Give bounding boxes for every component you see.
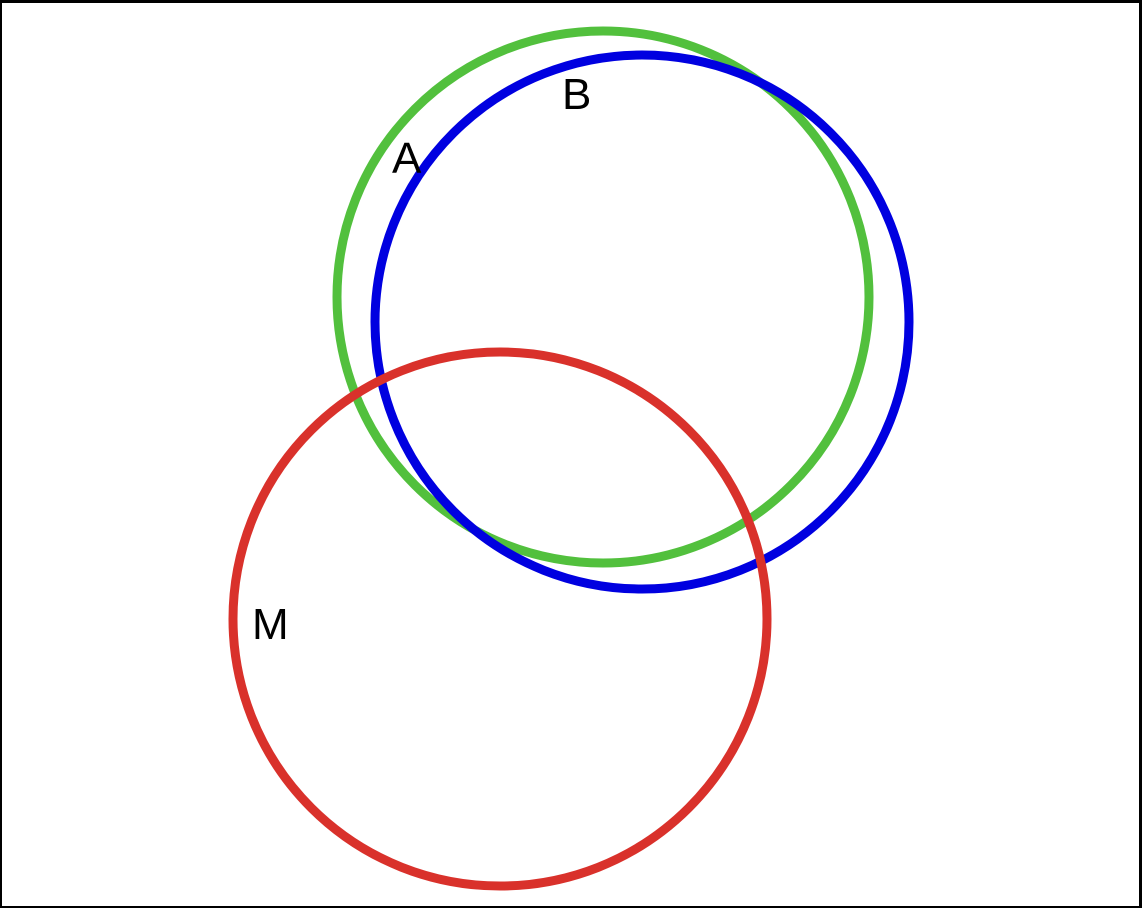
circle-b — [370, 50, 914, 594]
circle-a — [332, 26, 874, 568]
label-m: M — [252, 600, 289, 649]
circle-m — [228, 347, 772, 891]
label-a: A — [392, 134, 422, 183]
label-b: B — [562, 70, 591, 119]
venn-diagram: A B M — [228, 26, 914, 891]
